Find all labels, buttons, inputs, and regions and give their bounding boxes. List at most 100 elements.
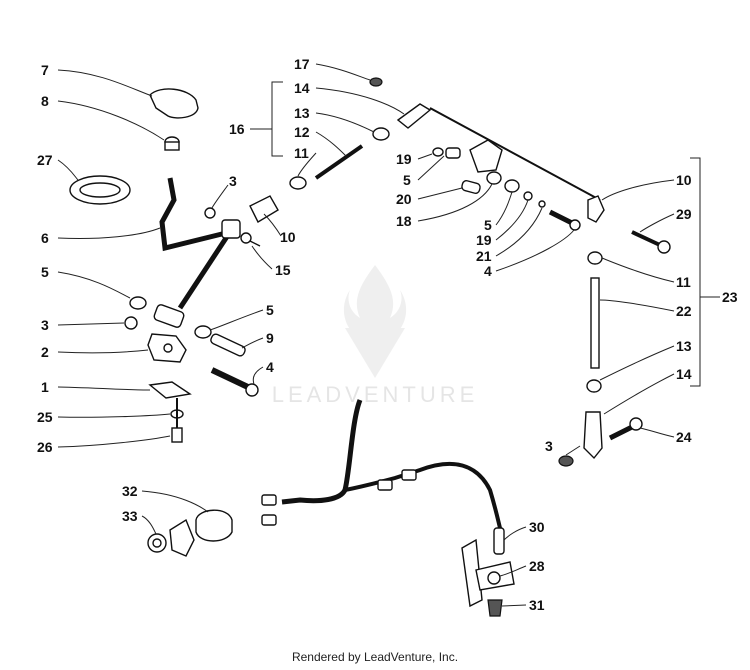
nut-11a — [289, 176, 307, 190]
nut-small — [204, 207, 216, 219]
bushing-18 — [486, 171, 502, 185]
callout-5c: 5 — [403, 172, 411, 188]
harness-cable-b — [344, 461, 502, 529]
callout-2: 2 — [41, 344, 49, 360]
handle-grip — [149, 88, 199, 119]
rod-end-10b — [587, 195, 605, 223]
callout-31: 31 — [529, 597, 545, 613]
callout-15: 15 — [275, 262, 291, 278]
callout-20: 20 — [396, 191, 412, 207]
switch-body-32 — [195, 509, 233, 542]
callout-labels: 7 8 27 6 3 10 15 5 3 2 1 25 26 5 9 4 17 … — [37, 56, 738, 613]
bolt-4b — [548, 209, 576, 227]
callout-11b: 11 — [676, 274, 691, 290]
callout-8: 8 — [41, 93, 49, 109]
callout-26: 26 — [37, 439, 53, 455]
upper-linkage — [289, 77, 601, 231]
callout-5a: 5 — [41, 264, 49, 280]
callout-23: 23 — [722, 289, 738, 305]
callout-14b: 14 — [676, 366, 692, 382]
rod-end-14 — [396, 103, 432, 129]
switch-bracket-28 — [461, 538, 483, 608]
nut-11b — [587, 251, 603, 265]
callout-17: 17 — [294, 56, 310, 72]
pivot-sleeve — [153, 304, 185, 328]
callout-10a: 10 — [280, 229, 296, 245]
lever-rod — [159, 177, 231, 252]
callout-3a: 3 — [229, 173, 237, 189]
callout-24: 24 — [676, 429, 692, 445]
callout-12: 12 — [294, 124, 310, 140]
lever-assembly — [69, 88, 279, 443]
nut-31 — [487, 599, 503, 617]
callout-4b: 4 — [484, 263, 492, 279]
switch-plate — [169, 518, 195, 557]
spacer-5d — [504, 179, 520, 193]
threaded-rod-12 — [314, 144, 364, 180]
nut-3c — [558, 455, 574, 467]
connector-d — [401, 469, 417, 481]
callout-19b: 19 — [476, 232, 492, 248]
nut-3b — [124, 316, 138, 330]
bolt-29 — [631, 230, 663, 248]
callout-1: 1 — [41, 379, 49, 395]
bolt-4a — [210, 367, 252, 391]
bracket-18 — [469, 139, 503, 173]
callout-3c: 3 — [545, 438, 553, 454]
callout-32: 32 — [122, 483, 138, 499]
callout-13a: 13 — [294, 105, 310, 121]
bushing-a — [129, 296, 147, 310]
cross-rod — [429, 107, 601, 201]
spacer-5c — [445, 147, 461, 159]
callout-6: 6 — [41, 230, 49, 246]
base-plate — [148, 381, 192, 399]
washer-21 — [538, 200, 546, 208]
nut-13a — [372, 127, 390, 141]
pin-9 — [210, 333, 246, 357]
washer-19b — [523, 191, 533, 201]
callout-7: 7 — [41, 62, 49, 78]
callout-18: 18 — [396, 213, 412, 229]
leader-lines — [57, 63, 675, 607]
callout-21: 21 — [476, 248, 492, 264]
nut-17 — [369, 77, 383, 87]
callout-25: 25 — [37, 409, 53, 425]
callout-9: 9 — [266, 330, 274, 346]
harness-cable — [281, 399, 363, 505]
pin-20 — [461, 180, 481, 194]
group-bracket-16 — [250, 81, 283, 157]
washer-19a — [432, 147, 444, 157]
clevis-left — [249, 195, 279, 223]
clevis-14b — [583, 411, 603, 460]
link-rod-22 — [590, 277, 600, 369]
pivot-clamp — [221, 219, 241, 239]
callout-5b: 5 — [266, 302, 274, 318]
callout-19a: 19 — [396, 151, 412, 167]
bolt-24 — [608, 423, 636, 441]
callout-27: 27 — [37, 152, 53, 168]
connector-a — [261, 494, 277, 506]
footer-credit: Rendered by LeadVenture, Inc. — [291, 650, 459, 664]
callout-10b: 10 — [676, 172, 692, 188]
handle-nut-body — [164, 141, 180, 151]
vertical-link — [558, 195, 671, 467]
callout-4a: 4 — [266, 359, 274, 375]
callout-33: 33 — [122, 508, 138, 524]
bushing-b — [194, 325, 212, 339]
watermark-text: LEADVENTURE — [272, 382, 479, 407]
wiring-harness — [147, 399, 515, 617]
callout-14a: 14 — [294, 80, 310, 96]
callout-30: 30 — [529, 519, 545, 535]
connector-c — [377, 479, 393, 491]
callout-5d: 5 — [484, 217, 492, 233]
connector-b — [261, 514, 277, 526]
callout-3b: 3 — [41, 317, 49, 333]
switch-plug-30 — [493, 527, 505, 555]
callout-13b: 13 — [676, 338, 692, 354]
leadventure-watermark: LEADVENTURE — [272, 265, 479, 407]
callout-28: 28 — [529, 558, 545, 574]
callout-22: 22 — [676, 303, 692, 319]
callout-29: 29 — [676, 206, 692, 222]
group-bracket-23 — [690, 157, 720, 387]
